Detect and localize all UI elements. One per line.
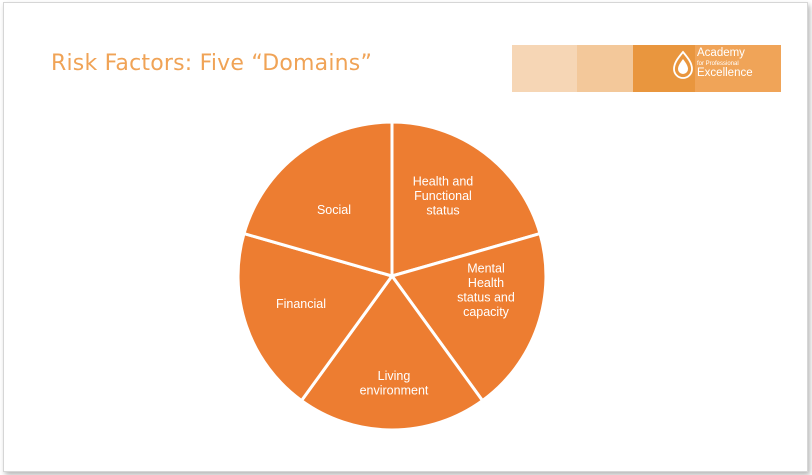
pie-segment-mental bbox=[390, 232, 548, 403]
pie-label-line: Health and bbox=[413, 175, 474, 189]
logo-line-1: Academy bbox=[697, 47, 745, 59]
pie-label-line: Living bbox=[378, 369, 411, 383]
logo-banner: Academy for Professional Excellence bbox=[512, 45, 781, 92]
pie-segment-living bbox=[300, 274, 484, 432]
pie-segment-financial bbox=[236, 232, 394, 403]
pie-label-line: Financial bbox=[276, 297, 326, 311]
pie-label-financial: Financial bbox=[276, 297, 326, 311]
logo-band-segment bbox=[512, 45, 577, 92]
slide: Risk Factors: Five “Domains” Academy for… bbox=[3, 2, 808, 472]
pie-label-line: environment bbox=[360, 383, 429, 397]
logo-band-segment bbox=[577, 45, 633, 92]
pie-label-line: Health bbox=[468, 276, 504, 290]
slide-title: Risk Factors: Five “Domains” bbox=[51, 51, 373, 76]
pie-segment-social bbox=[242, 120, 394, 278]
logo-band-segment bbox=[695, 45, 781, 92]
pie-label-line: Mental bbox=[467, 261, 505, 275]
logo-text: Academy for Professional Excellence bbox=[697, 47, 753, 79]
pie-label-line: status bbox=[426, 204, 459, 218]
pie-label-line: Functional bbox=[414, 189, 472, 203]
pie-label-social: Social bbox=[317, 203, 351, 217]
pie-label-line: Social bbox=[317, 203, 351, 217]
logo-line-3: Excellence bbox=[697, 66, 753, 79]
academy-logo-icon bbox=[673, 50, 693, 79]
pie-segment-health bbox=[390, 120, 542, 278]
logo-line-2: for Professional bbox=[697, 60, 739, 67]
pie-label-line: capacity bbox=[463, 305, 510, 319]
pie-label-line: status and bbox=[457, 290, 515, 304]
